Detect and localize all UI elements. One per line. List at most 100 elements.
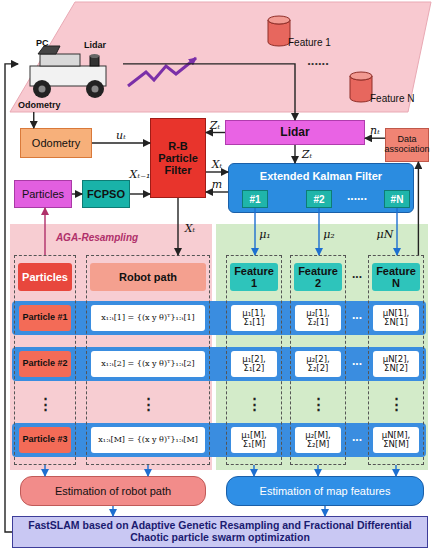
signal-label: m (212, 179, 222, 190)
signal-label: Xₜ (185, 223, 196, 234)
flow-arrow (324, 506, 325, 516)
cell-text: ⋮ (230, 386, 278, 422)
process-box: Extended Kalman Filter #1 #2 #N (228, 163, 414, 213)
box-label: R-B Particle Filter (151, 119, 205, 197)
ellipsis-label: ... (352, 431, 362, 443)
flow-arrow (206, 132, 225, 133)
ellipsis-label: ... (352, 309, 362, 321)
flow-arrow (318, 208, 319, 255)
cell-text: μ₁[2], Σ₁[2] (231, 351, 277, 377)
flow-arrow (33, 112, 34, 128)
signal-label: Zₜ (302, 149, 312, 160)
robot-hub (92, 86, 99, 93)
cell-text: ⋮ (294, 386, 342, 422)
process-box: Particles (14, 180, 72, 208)
box-label: Estimation of robot path (21, 477, 205, 505)
box-label: Feature 1 (288, 36, 338, 48)
box-label: Feature 1 (230, 263, 278, 291)
flow-arrow (123, 64, 295, 120)
feature-cylinder (350, 72, 372, 102)
process-box: #2 (306, 190, 332, 208)
flow-arrow (147, 465, 148, 476)
cell-text: ⋮ (90, 386, 206, 422)
particle-row-band (12, 301, 426, 335)
cylinder-top (268, 16, 290, 24)
cell-text: Particle #1 (19, 305, 71, 331)
robot-hub (39, 86, 46, 93)
flow-arrow (177, 198, 178, 255)
trajectory-arrow (128, 58, 196, 86)
robot-lidar-top (90, 54, 99, 58)
cylinder-top (350, 72, 372, 80)
box-label: Data association (386, 129, 428, 161)
cell-text: μN[M], ΣN[M] (373, 427, 419, 453)
flow-arrow (130, 193, 150, 194)
signal-label: uₜ (116, 130, 126, 141)
feature-cylinder (268, 16, 290, 46)
ellipsis-label: ... (352, 355, 362, 367)
particle-row-band (12, 347, 426, 381)
feature-landmark: Feature 1 (268, 16, 290, 46)
cell-text: μ₂[1], Σ₂[1] (295, 305, 341, 331)
process-box: PC LidarOdometry (18, 38, 123, 112)
cell-text: μ₂[M], Σ₂[M] (295, 427, 341, 453)
box-label: PC (36, 38, 60, 50)
box-label: FCPSO (83, 181, 129, 207)
ellipsis-label: ...... (347, 190, 367, 202)
box-label: Feature 2 (294, 263, 342, 291)
process-box: FCPSO (82, 180, 130, 208)
box-label: Odometry (21, 129, 91, 157)
cell-text: μN[2], ΣN[2] (373, 351, 419, 377)
process-box: Lidar (225, 120, 365, 145)
box-label: Particles (18, 263, 72, 291)
flow-arrow (396, 208, 397, 255)
signal-label: Xₜ₋₁ (130, 169, 151, 180)
box-label: #2 (307, 191, 331, 207)
box-label: Robot path (90, 263, 206, 291)
box-label: Feature N (370, 92, 420, 104)
box-label: #1 (243, 191, 267, 207)
signal-label: AGA-Resampling (56, 233, 138, 243)
cell-text: ⋮ (18, 386, 72, 422)
flow-arrow (418, 162, 419, 255)
particle-row-band (12, 423, 426, 457)
particle-column: Feature 1μ₁[1], Σ₁[1]μ₁[2], Σ₁[2]⋮μ₁[M],… (226, 255, 282, 465)
flow-arrow (294, 145, 295, 163)
box-label: FastSLAM based on Adaptive Genetic Resam… (13, 517, 427, 547)
cell-text: Particle #3 (19, 427, 71, 453)
cell-text: Lidar (84, 40, 118, 52)
process-box: #1 (242, 190, 268, 208)
process-box: Odometry (20, 128, 92, 158)
cell-text: μN[1], ΣN[1] (373, 305, 419, 331)
cell-text: Odometry (18, 100, 70, 112)
box-label: Lidar (226, 121, 364, 144)
particle-column: Feature 2μ₂[1], Σ₂[1]μ₂[2], Σ₂[2]⋮μ₂[M],… (290, 255, 346, 465)
signal-label: μ₁ (259, 229, 271, 240)
process-box: Estimation of robot path (20, 476, 206, 506)
robot-wheel (86, 80, 104, 98)
cell-text: μ₁[1], Σ₁[1] (231, 305, 277, 331)
robot-frame (40, 54, 80, 66)
particle-column: Feature NμN[1], ΣN[1]μN[2], ΣN[2]⋮μN[M],… (368, 255, 424, 465)
signal-label: Zₜ (210, 120, 220, 131)
flow-arrow (44, 208, 45, 255)
flow-arrow (206, 171, 228, 172)
box-label: #N (385, 191, 409, 207)
flow-arrow (72, 193, 82, 194)
process-box: Data association (385, 128, 429, 162)
cell-text: x₁:ₜ[M] = {(x y θ)ᵀ}₁:ₜ[M] (91, 427, 205, 453)
box-label: Extended Kalman Filter (229, 166, 413, 186)
process-box: #N (384, 190, 410, 208)
flow-arrow (206, 191, 228, 192)
cell-text: ⋮ (372, 386, 420, 422)
process-box: R-B Particle Filter (150, 118, 206, 198)
flow-arrow (254, 208, 255, 255)
cell-text: x₁:ₜ[1] = {(x y θ)ᵀ}₁:ₜ[1] (91, 305, 205, 331)
flow-arrow (112, 506, 113, 516)
box-label: Particles (15, 181, 71, 207)
cell-text: Particle #2 (19, 351, 71, 377)
flow-arrow (253, 465, 254, 476)
